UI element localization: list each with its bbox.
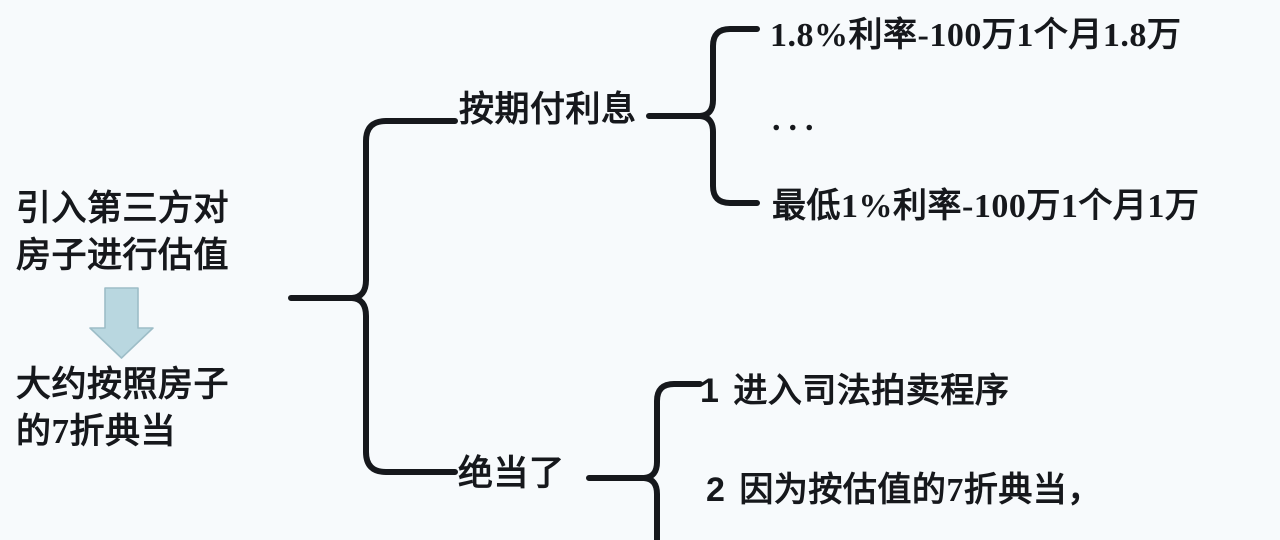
leaf-interest-low-rate: 最低1%利率-100万1个月1万: [772, 188, 1200, 225]
leaf-interest-high-rate: 1.8%利率-100万1个月1.8万: [770, 17, 1182, 54]
result-text-line-1: 大约按照房子: [16, 365, 230, 404]
source-text-line-1: 引入第三方对: [16, 189, 230, 228]
leaf-default-item-1-number: 1: [700, 372, 720, 410]
down-arrow-icon: [89, 287, 154, 359]
leaf-default-item-1: 1 进入司法拍卖程序: [700, 370, 1009, 414]
result-text-block: 大约按照房子 的7折典当: [16, 362, 229, 455]
branch-label-default: 绝当了: [458, 454, 565, 493]
leaf-interest-ellipsis: ...: [772, 101, 822, 138]
branch-label-interest: 按期付利息: [459, 90, 637, 129]
interest-brace-icon: [646, 26, 760, 206]
leaf-default-item-1-label: 进入司法拍卖程序: [733, 373, 1010, 410]
source-text-line-2: 房子进行估值: [16, 235, 230, 275]
root-brace-icon: [288, 118, 458, 475]
leaf-default-item-2: 2 因为按估值的7折典当，: [706, 469, 1102, 513]
result-text-line-2: 的7折典当: [16, 411, 177, 451]
source-text-block: 引入第三方对 房子进行估值: [16, 186, 229, 279]
default-brace-icon: [586, 381, 703, 540]
leaf-default-item-2-number: 2: [706, 471, 726, 509]
leaf-default-item-2-label: 因为按估值的7折典当，: [739, 472, 1102, 509]
